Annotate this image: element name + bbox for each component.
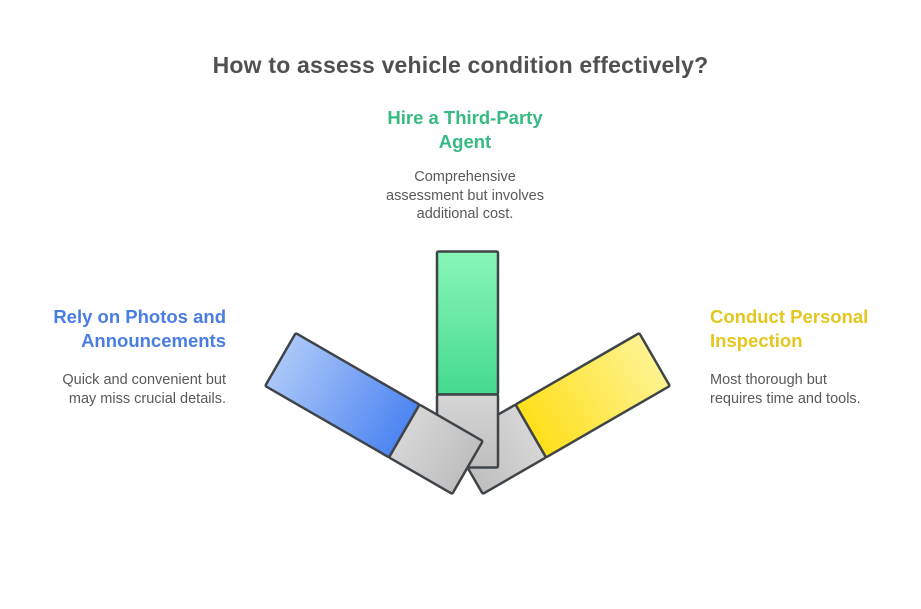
- option-personal-inspection: Conduct Personal Inspection Most thoroug…: [710, 305, 921, 408]
- option-description-photos-announcements: Quick and convenient but may miss crucia…: [62, 372, 226, 407]
- option-third-party-agent: Hire a Third-Party Agent Comprehensive a…: [325, 106, 605, 224]
- page-title: How to assess vehicle condition effectiv…: [212, 52, 709, 78]
- option-heading-photos-announcements: Rely on Photos and Announcements: [53, 306, 226, 351]
- stick-head-yellow: [514, 332, 671, 459]
- stick-base-blue: [388, 403, 484, 495]
- stick-head-green: [435, 250, 500, 396]
- option-description-personal-inspection: Most thorough but requires time and tool…: [710, 372, 861, 407]
- option-heading-personal-inspection: Conduct Personal Inspection: [710, 306, 869, 351]
- stick-head-blue: [264, 332, 421, 459]
- option-description-third-party-agent: Comprehensive assessment but involves ad…: [386, 169, 544, 222]
- option-photos-announcements: Rely on Photos and Announcements Quick a…: [0, 305, 226, 408]
- matchstick-photos-announcements: [264, 332, 484, 495]
- option-heading-third-party-agent: Hire a Third-Party Agent: [387, 107, 543, 152]
